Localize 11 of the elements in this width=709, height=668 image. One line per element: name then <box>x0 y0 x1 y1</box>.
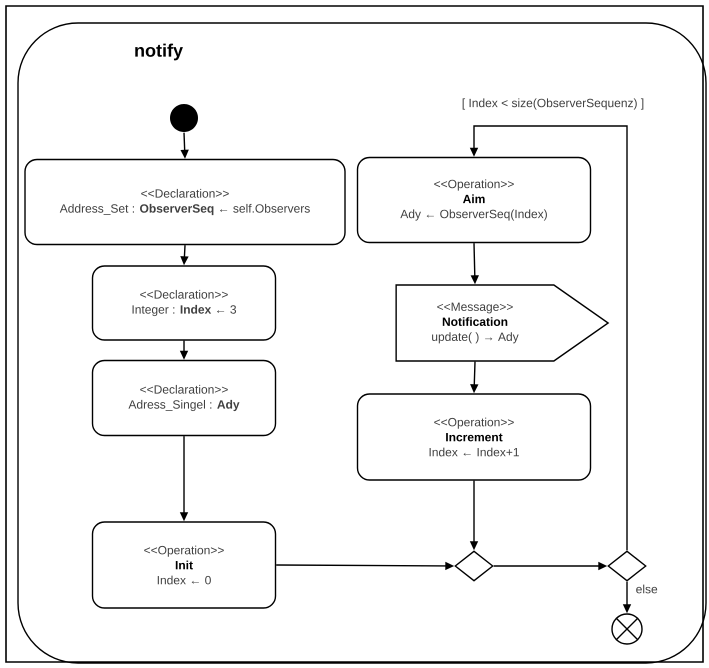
flow-final-node <box>611 613 643 645</box>
action-box: <<Operation>> Aim Ady ← ObserverSeq(Index) <box>356 156 592 244</box>
edge-label: [ Index < size(ObserverSequenz) ] <box>460 97 646 111</box>
action-box: <<Declaration>> Adress_Singel : Ady <box>92 360 276 436</box>
send-signal-box: <<Message>> Notification update( ) → Ady <box>395 284 610 362</box>
initial-node <box>170 104 198 132</box>
edge-label: else <box>634 584 659 594</box>
action-box: <<Operation>> Init Index ← 0 <box>92 521 276 609</box>
action-box: <<Declaration>> Integer : Index ← 3 <box>92 265 276 341</box>
action-box: <<Operation>> Increment Index ← Index+1 <box>356 393 592 481</box>
action-box: <<Declaration>> Address_Set : ObserverSeq ← self.Observers <box>24 158 346 246</box>
